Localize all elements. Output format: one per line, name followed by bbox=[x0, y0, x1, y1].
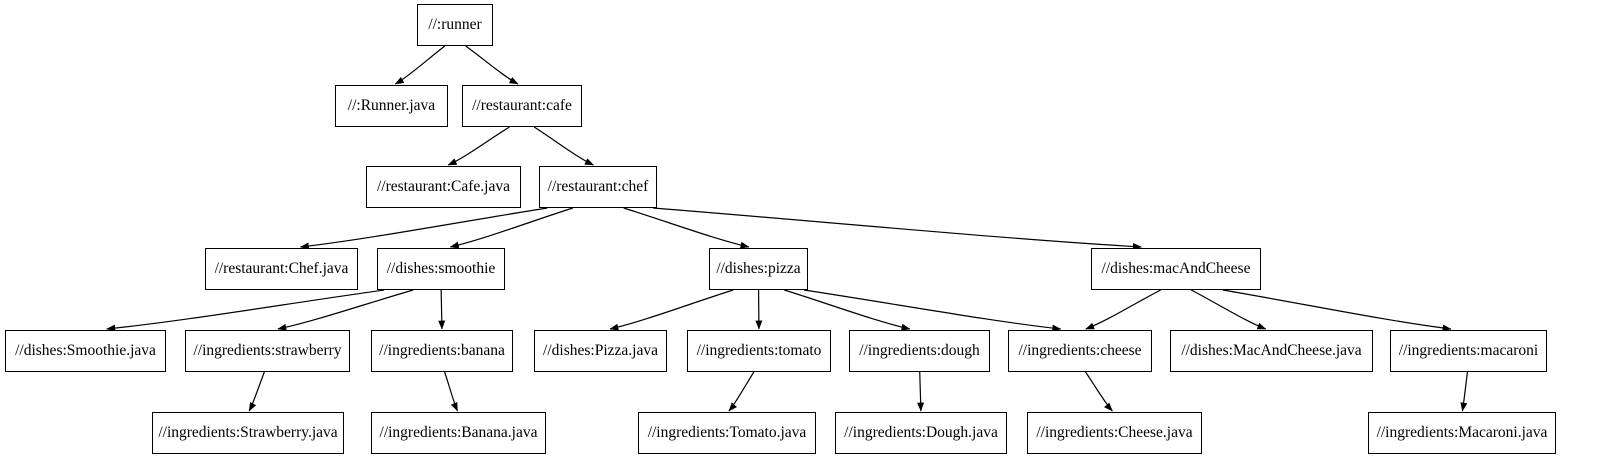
graph-node-label: //dishes:Smoothie.java bbox=[15, 342, 156, 360]
graph-node-label: //restaurant:Chef.java bbox=[214, 260, 349, 278]
graph-node-ing-tomato-java[interactable]: //ingredients:Tomato.java bbox=[638, 412, 816, 454]
graph-node-label: //restaurant:Cafe.java bbox=[377, 178, 510, 196]
graph-edge-ing-banana-to-ing-banana-java bbox=[444, 371, 459, 412]
graph-node-ing-banana[interactable]: //ingredients:banana bbox=[371, 330, 513, 372]
graph-edge-ing-dough-to-ing-dough-java bbox=[917, 371, 925, 412]
graph-node-label: //ingredients:Dough.java bbox=[844, 424, 998, 442]
graph-edge-dishes-smoothie-to-ing-banana bbox=[438, 289, 446, 330]
graph-edge-dishes-pizza-to-ing-cheese bbox=[803, 289, 1062, 332]
graph-edge-restaurant-cafe-to-restaurant-chef bbox=[533, 126, 594, 166]
graph-node-label: //ingredients:Macaroni.java bbox=[1376, 424, 1548, 442]
graph-node-label: //restaurant:cafe bbox=[472, 97, 572, 115]
graph-node-label: //dishes:pizza bbox=[716, 260, 801, 278]
graph-edge-dishes-macandcheese-to-ing-cheese bbox=[1085, 289, 1161, 330]
graph-node-label: //ingredients:macaroni bbox=[1398, 342, 1539, 360]
graph-node-dishes-mac-java[interactable]: //dishes:MacAndCheese.java bbox=[1170, 330, 1373, 372]
graph-edge-dishes-pizza-to-ing-dough bbox=[784, 289, 911, 331]
graph-node-label: //ingredients:banana bbox=[379, 342, 505, 360]
graph-edge-dishes-pizza-to-dishes-pizza-java bbox=[609, 289, 734, 331]
graph-node-dishes-pizza-java[interactable]: //dishes:Pizza.java bbox=[534, 330, 667, 372]
graph-edge-ing-strawberry-to-ing-strawberry-java bbox=[248, 371, 265, 412]
graph-node-label: //dishes:macAndCheese bbox=[1101, 260, 1251, 278]
graph-node-ing-cheese-java[interactable]: //ingredients:Cheese.java bbox=[1027, 412, 1202, 454]
graph-node-ing-dough[interactable]: //ingredients:dough bbox=[849, 330, 990, 372]
graph-edge-dishes-smoothie-to-ing-strawberry bbox=[277, 289, 414, 331]
graph-node-label: //ingredients:tomato bbox=[696, 342, 822, 360]
graph-node-ing-macaroni[interactable]: //ingredients:macaroni bbox=[1390, 330, 1547, 372]
graph-edge-restaurant-cafe-to-restaurant-cafe-java bbox=[447, 126, 510, 166]
graph-node-label: //dishes:Pizza.java bbox=[543, 342, 658, 360]
graph-node-label: //ingredients:cheese bbox=[1018, 342, 1142, 360]
graph-node-ing-cheese[interactable]: //ingredients:cheese bbox=[1008, 330, 1152, 372]
graph-edge-restaurant-chef-to-dishes-pizza bbox=[623, 207, 750, 249]
graph-edge-ing-macaroni-to-ing-macaroni-java bbox=[1460, 371, 1469, 412]
graph-node-restaurant-chef[interactable]: //restaurant:chef bbox=[539, 166, 657, 208]
graph-node-label: //ingredients:dough bbox=[859, 342, 980, 360]
graph-node-ing-strawberry-java[interactable]: //ingredients:Strawberry.java bbox=[152, 412, 344, 454]
graph-edge-restaurant-chef-to-restaurant-chef-java bbox=[299, 207, 548, 250]
graph-node-dishes-smoothie[interactable]: //dishes:smoothie bbox=[377, 248, 505, 290]
graph-node-label: //restaurant:chef bbox=[547, 178, 649, 196]
graph-edge-restaurant-chef-to-dishes-smoothie bbox=[449, 207, 574, 249]
graph-node-label: //:Runner.java bbox=[347, 97, 436, 115]
graph-node-ing-tomato[interactable]: //ingredients:tomato bbox=[687, 330, 831, 372]
graph-edge-dishes-smoothie-to-dishes-smoothie-java bbox=[106, 289, 385, 332]
graph-node-label: //ingredients:Banana.java bbox=[379, 424, 538, 442]
graph-edge-dishes-macandcheese-to-dishes-mac-java bbox=[1191, 289, 1267, 330]
edge-group bbox=[106, 45, 1469, 412]
graph-node-label: //dishes:MacAndCheese.java bbox=[1181, 342, 1362, 360]
graph-edge-restaurant-chef-to-dishes-macandcheese bbox=[652, 207, 1142, 251]
graph-edge-runner-to-runner-java bbox=[394, 45, 446, 85]
graph-edge-ing-tomato-to-ing-tomato-java bbox=[728, 371, 755, 412]
graph-node-restaurant-cafe-java[interactable]: //restaurant:Cafe.java bbox=[366, 166, 521, 208]
graph-node-label: //dishes:smoothie bbox=[386, 260, 496, 278]
graph-node-runner-java[interactable]: //:Runner.java bbox=[335, 85, 448, 127]
graph-edge-ing-cheese-to-ing-cheese-java bbox=[1085, 371, 1113, 412]
graph-node-ing-strawberry[interactable]: //ingredients:strawberry bbox=[185, 330, 350, 372]
graph-node-ing-dough-java[interactable]: //ingredients:Dough.java bbox=[835, 412, 1007, 454]
graph-node-runner[interactable]: //:runner bbox=[417, 4, 493, 46]
graph-node-label: //:runner bbox=[428, 16, 482, 34]
graph-node-label: //ingredients:Strawberry.java bbox=[158, 424, 338, 442]
graph-node-dishes-macandcheese[interactable]: //dishes:macAndCheese bbox=[1091, 248, 1261, 290]
graph-node-label: //ingredients:Cheese.java bbox=[1036, 424, 1193, 442]
graph-node-dishes-smoothie-java[interactable]: //dishes:Smoothie.java bbox=[5, 330, 166, 372]
graph-edge-runner-to-restaurant-cafe bbox=[465, 45, 519, 85]
graph-node-restaurant-chef-java[interactable]: //restaurant:Chef.java bbox=[205, 248, 358, 290]
graph-node-dishes-pizza[interactable]: //dishes:pizza bbox=[709, 248, 808, 290]
graph-node-ing-banana-java[interactable]: //ingredients:Banana.java bbox=[371, 412, 546, 454]
graph-node-restaurant-cafe[interactable]: //restaurant:cafe bbox=[462, 85, 582, 127]
graph-node-label: //ingredients:Tomato.java bbox=[647, 424, 807, 442]
graph-node-ing-macaroni-java[interactable]: //ingredients:Macaroni.java bbox=[1368, 412, 1556, 454]
graph-node-label: //ingredients:strawberry bbox=[193, 342, 342, 360]
graph-edge-dishes-macandcheese-to-ing-macaroni bbox=[1222, 289, 1452, 332]
